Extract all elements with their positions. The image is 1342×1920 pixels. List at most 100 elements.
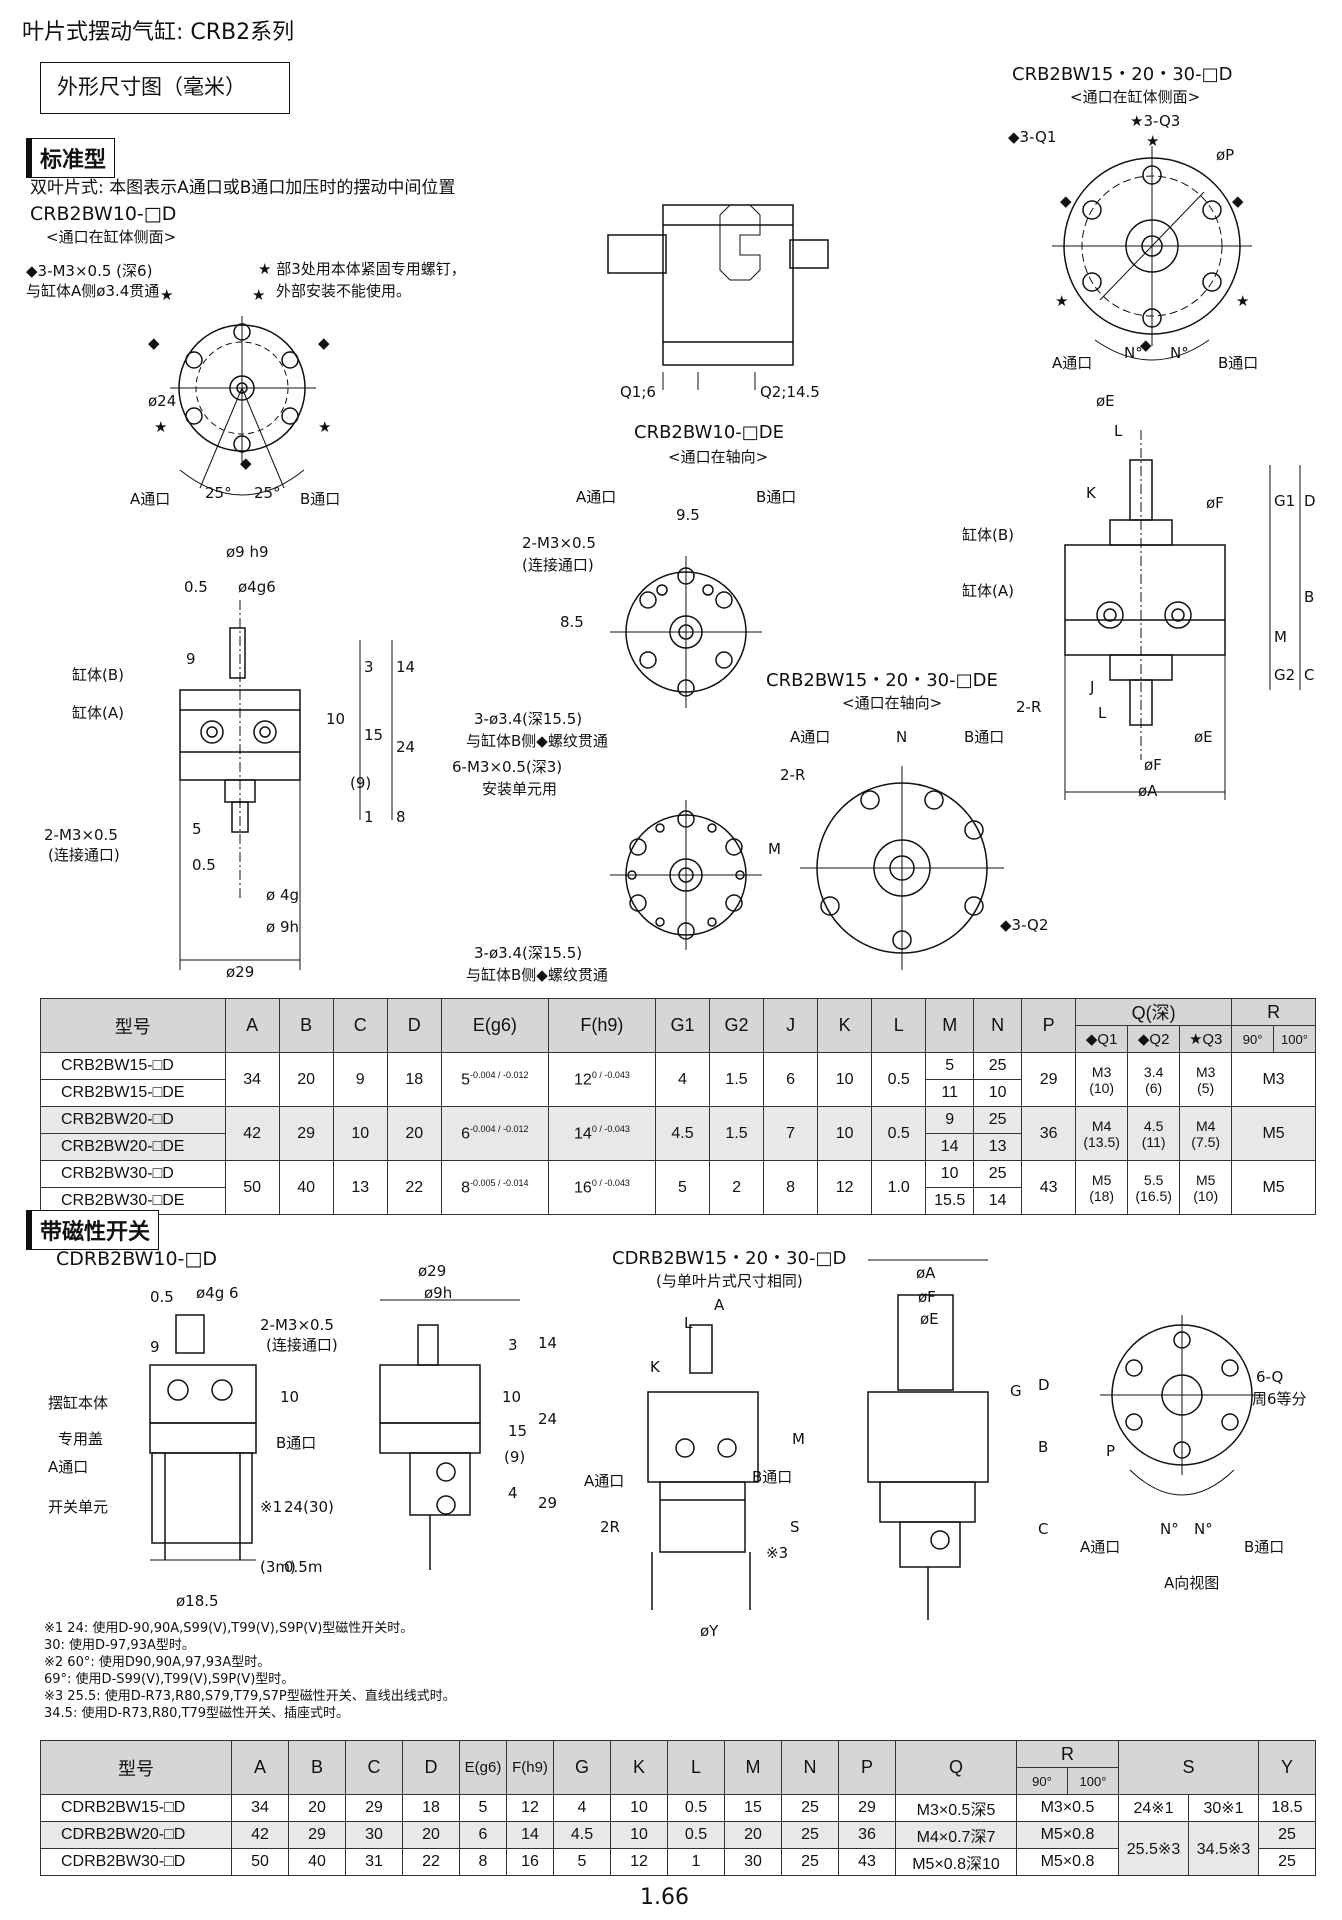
table-cell: 0.5 bbox=[667, 1794, 725, 1822]
tb-g: G bbox=[553, 1740, 611, 1795]
th-a: A bbox=[224, 998, 280, 1053]
side15-k: K bbox=[1086, 484, 1096, 502]
cd-3m: (3m) bbox=[260, 1558, 296, 1576]
tb-k: K bbox=[610, 1740, 668, 1795]
table-cell: 12 bbox=[817, 1160, 873, 1215]
table-cell: 9 bbox=[332, 1052, 388, 1107]
table-cell: 4.5 bbox=[553, 1821, 611, 1849]
cd15-b: B bbox=[1038, 1438, 1049, 1456]
table-cell: CRB2BW15-□DE bbox=[40, 1079, 226, 1107]
cd-bport: B通口 bbox=[276, 1434, 317, 1452]
table-cell: 4.5 (11) bbox=[1127, 1106, 1181, 1161]
note-1: ※1 24: 使用D-90,90A,S99(V),T99(V),S9P(V)型磁… bbox=[44, 1621, 414, 1636]
table-cell: 25 bbox=[973, 1106, 1023, 1134]
axial15-note: <通口在轴向> bbox=[842, 694, 943, 712]
axial10-b: B通口 bbox=[756, 488, 797, 506]
notes: ※1 24: 使用D-90,90A,S99(V),T99(V),S9P(V)型磁… bbox=[44, 1620, 456, 1722]
side15-r: 2-R bbox=[1016, 698, 1042, 716]
dim-q1: Q1;6 bbox=[620, 383, 656, 401]
label-m3-port: 2-M3×0.5 bbox=[44, 826, 118, 844]
f-val: 16 bbox=[574, 1179, 592, 1197]
tb-r90: 90° bbox=[1016, 1767, 1068, 1795]
table-cell: 25 bbox=[781, 1794, 839, 1822]
table-cell: 13 bbox=[332, 1160, 388, 1215]
th-b: B bbox=[278, 998, 334, 1053]
axial10-hole2: 3-ø3.4(深15.5) bbox=[474, 944, 583, 962]
svg-text:◆: ◆ bbox=[318, 334, 330, 352]
table-cell: 140 / -0.043 bbox=[547, 1106, 656, 1161]
cd-d4: ø4g 6 bbox=[196, 1284, 239, 1302]
table-cell: 50 bbox=[231, 1848, 289, 1876]
cd15-m: M bbox=[792, 1430, 805, 1448]
cd15-k: K bbox=[650, 1358, 660, 1376]
table-cell: M3 (10) bbox=[1075, 1052, 1129, 1107]
dim-1: 1 bbox=[364, 808, 374, 826]
table-cell: 10 bbox=[817, 1052, 873, 1107]
table-cell: CDRB2BW30-□D bbox=[40, 1848, 232, 1876]
dim-9: 9 bbox=[186, 650, 196, 668]
page-number: 1.66 bbox=[640, 1885, 689, 1910]
dim-05b: 0.5 bbox=[192, 856, 216, 874]
model-crb2bw10-de: CRB2BW10-□DE bbox=[634, 422, 785, 443]
cd15-dy: øY bbox=[700, 1622, 719, 1640]
table-cell: 29 bbox=[345, 1794, 403, 1822]
cd-v14: 14 bbox=[538, 1334, 558, 1352]
table-cell: 6 bbox=[763, 1052, 819, 1107]
table-cell: 0.5 bbox=[871, 1106, 927, 1161]
table-cell: 16 bbox=[506, 1848, 554, 1876]
table-cell: 15.5 bbox=[925, 1187, 975, 1215]
table-cell: 18 bbox=[386, 1052, 442, 1107]
label-a-port-15: A通口 bbox=[1052, 354, 1093, 372]
model-crb2bw15-d: CRB2BW15・20・30-□D bbox=[1012, 64, 1233, 85]
svg-text:◆: ◆ bbox=[1232, 192, 1244, 210]
model-crb2bw10-d: CRB2BW10-□D bbox=[30, 203, 177, 225]
table-cell: 22 bbox=[386, 1160, 442, 1215]
tb-m: M bbox=[724, 1740, 782, 1795]
dim-d9h: ø 9h bbox=[266, 918, 299, 936]
note-4: 69°: 使用D-S99(V),T99(V),S9P(V)型时。 bbox=[44, 1672, 295, 1687]
th-q2: ◆Q2 bbox=[1127, 1025, 1181, 1053]
table-cell: 5 bbox=[925, 1052, 975, 1080]
axial15-b: B通口 bbox=[964, 728, 1005, 746]
cd15-n2: N° bbox=[1194, 1520, 1213, 1538]
table-cell: 42 bbox=[231, 1821, 289, 1849]
table-cell: M5×0.8 bbox=[1016, 1821, 1119, 1849]
table-cell: 5 bbox=[459, 1794, 507, 1822]
table-cell: 29 bbox=[288, 1821, 346, 1849]
e-val: 5 bbox=[461, 1071, 471, 1089]
note-6: 34.5: 使用D-R73,R80,T79型磁性开关、插座式时。 bbox=[44, 1706, 350, 1721]
svg-text:★: ★ bbox=[154, 418, 167, 436]
label-n2: N° bbox=[1170, 344, 1189, 362]
table-cell: 120 / -0.043 bbox=[547, 1052, 656, 1107]
note-star2: 外部安装不能使用。 bbox=[276, 282, 412, 300]
th-p: P bbox=[1021, 998, 1077, 1053]
cd-v29: 29 bbox=[538, 1494, 558, 1512]
table-cell: CDRB2BW20-□D bbox=[40, 1821, 232, 1849]
table-cell: 1 bbox=[667, 1848, 725, 1876]
dim-d4: ø4g6 bbox=[238, 578, 276, 596]
svg-text:★: ★ bbox=[1236, 292, 1249, 310]
table-cell: 22 bbox=[402, 1848, 460, 1876]
dim-d9: ø9 h9 bbox=[226, 543, 269, 561]
note-m3: ◆3-M3×0.5 (深6) bbox=[26, 262, 153, 280]
model-cdrb2bw15-d: CDRB2BW15・20・30-□D bbox=[612, 1248, 847, 1269]
dim-10: 10 bbox=[326, 710, 346, 728]
section-standard: 标准型 bbox=[26, 138, 116, 178]
table-cell: 36 bbox=[1021, 1106, 1077, 1161]
side15-g1: G1 bbox=[1274, 492, 1296, 510]
svg-text:◆: ◆ bbox=[240, 454, 252, 472]
side15-l2: L bbox=[1098, 704, 1107, 722]
page-title: 叶片式摆动气缸: CRB2系列 bbox=[22, 20, 295, 45]
table-cell: M5×0.8深10 bbox=[895, 1848, 1017, 1876]
th-f: F(h9) bbox=[547, 998, 656, 1053]
angle-25a: 25° bbox=[205, 484, 232, 502]
axial10-m3n: (连接通口) bbox=[522, 556, 594, 574]
dim-d4b: ø 4g bbox=[266, 886, 300, 904]
th-r: R bbox=[1231, 998, 1316, 1026]
axial10-m3: 2-M3×0.5 bbox=[522, 534, 596, 552]
table-cell: 10 bbox=[332, 1106, 388, 1161]
table-cell: 12 bbox=[506, 1794, 554, 1822]
